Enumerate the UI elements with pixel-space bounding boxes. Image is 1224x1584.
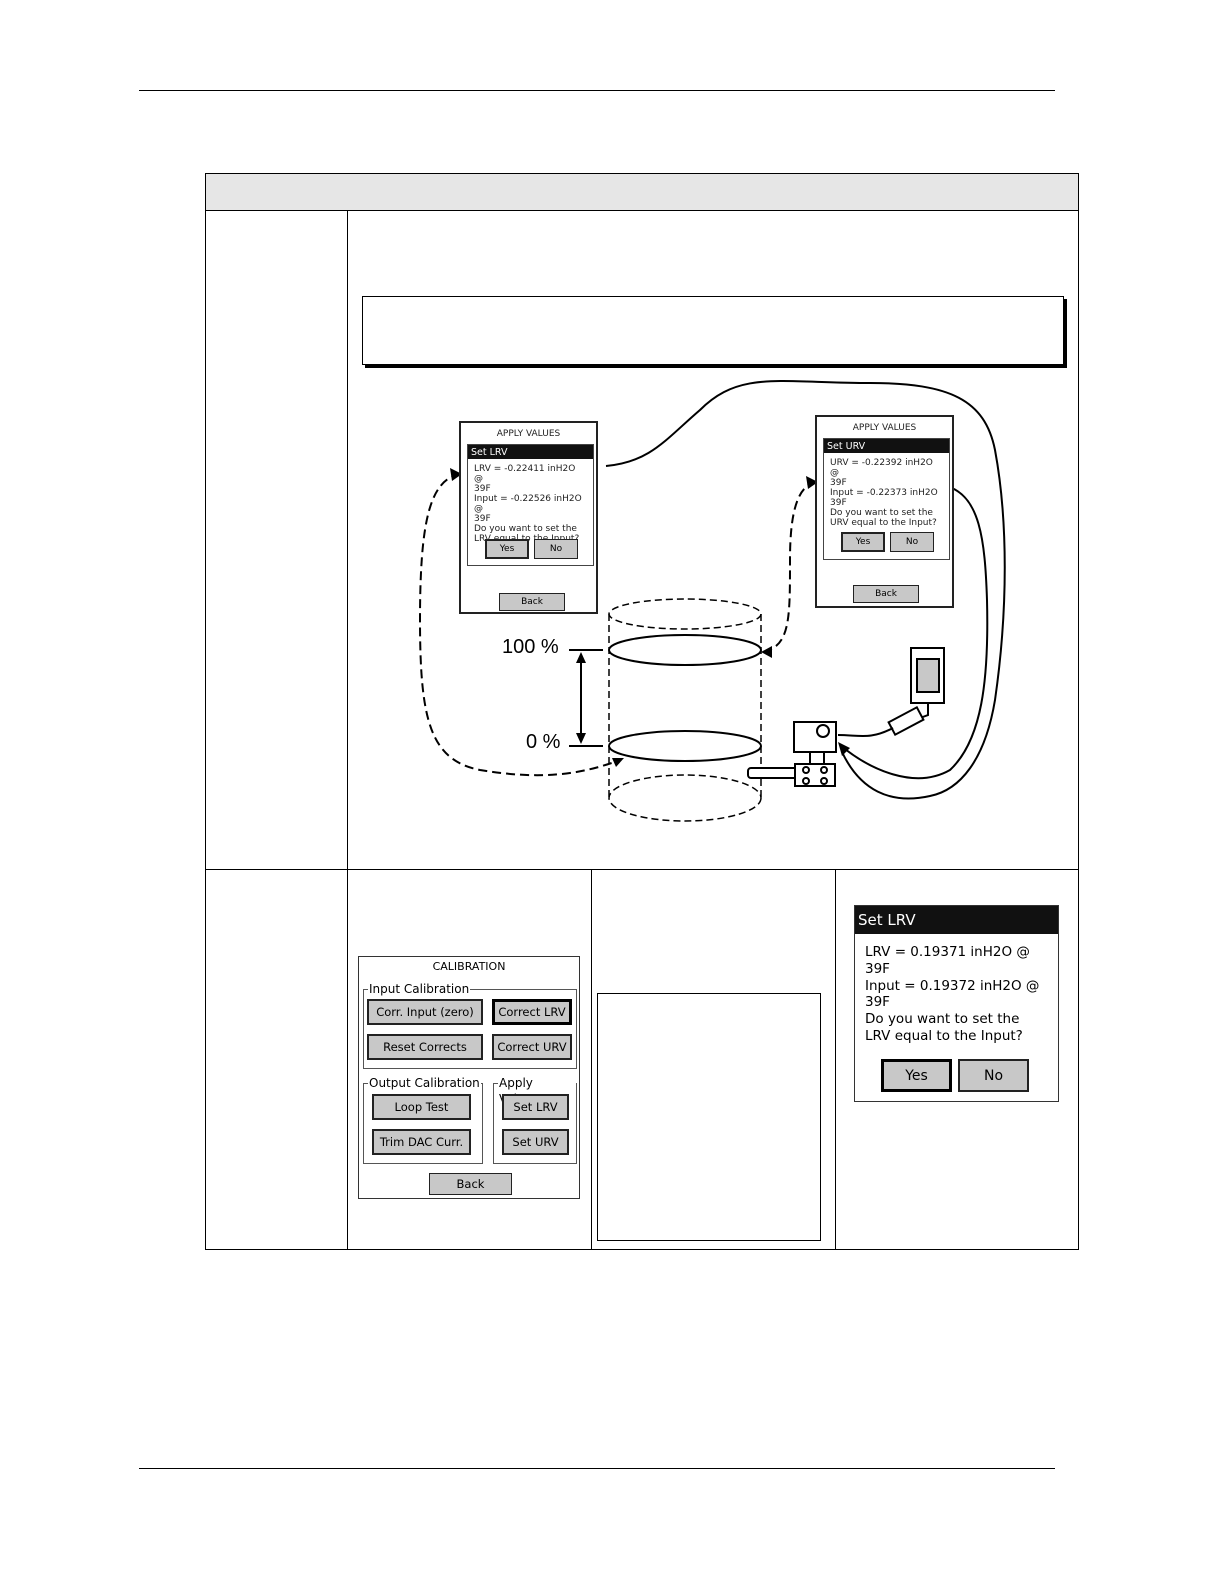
correct-urv-button[interactable]: Correct URV	[492, 1034, 572, 1060]
header-rule	[139, 90, 1055, 91]
set-urv-button[interactable]: Set URV	[502, 1129, 569, 1155]
tank	[608, 598, 762, 822]
input-line: Input = -0.22526 inH2O @	[474, 494, 582, 514]
lrv-line: LRV = -0.22411 inH2O @	[474, 464, 576, 484]
calibration-title: CALIBRATION	[432, 960, 506, 973]
set-lrv-dialog: Set LRV LRV = 0.19371 inH2O @ 39F Input …	[854, 905, 1059, 1102]
col-divider-main	[347, 211, 348, 1250]
apply-values-lrv-screen: APPLY VALUES Set LRV LRV = -0.22411 inH2…	[459, 421, 598, 614]
urv-dialog: Set URV URV = -0.22392 inH2O @ 39F Input…	[823, 438, 950, 560]
input-calibration-title: Input Calibration	[368, 981, 471, 997]
procedure-table	[205, 173, 1079, 1250]
col-divider-3	[835, 869, 836, 1250]
no-button[interactable]: No	[534, 539, 578, 559]
lrv-dialog-body: LRV = -0.22411 inH2O @ 39F Input = -0.22…	[468, 459, 593, 544]
input-line: 39F	[474, 514, 491, 524]
handheld-communicator	[837, 647, 945, 737]
question-line: Do you want to set the	[830, 508, 933, 518]
input-line: Input = -0.22373 inH2O	[830, 488, 938, 498]
table-header-row	[206, 174, 1078, 211]
correct-lrv-button[interactable]: Correct LRV	[492, 999, 572, 1025]
urv-dialog-body: URV = -0.22392 inH2O @ 39F Input = -0.22…	[824, 453, 949, 528]
arrowhead-transmitter	[838, 742, 850, 756]
arrowhead-lrv-top	[450, 468, 462, 481]
input-calibration-group: Input Calibration	[363, 981, 577, 1069]
range-arrowhead-up	[576, 652, 586, 663]
lrv-line: LRV = 0.19371 inH2O @	[865, 944, 1030, 960]
lrv-line: 39F	[865, 960, 890, 977]
input-line: Input = 0.19372 inH2O @	[865, 977, 1040, 994]
connector-urv-to-transmitter	[839, 485, 989, 780]
row-divider	[205, 869, 1079, 870]
footer-rule	[139, 1468, 1055, 1469]
question-line: Do you want to set the	[865, 1011, 1020, 1028]
lrv-dialog: Set LRV LRV = -0.22411 inH2O @ 39F Input…	[467, 444, 594, 566]
set-lrv-dialog-body: LRV = 0.19371 inH2O @ 39F Input = 0.1937…	[855, 934, 1058, 1045]
urv-dialog-header: Set URV	[824, 439, 949, 453]
no-button[interactable]: No	[890, 532, 934, 552]
screen-title: APPLY VALUES	[852, 423, 917, 433]
arrowhead-urv-tank	[761, 646, 772, 658]
transmitter	[747, 721, 837, 787]
set-lrv-dialog-header: Set LRV	[855, 906, 1058, 934]
output-calibration-title: Output Calibration	[368, 1075, 481, 1091]
screen-title: APPLY VALUES	[496, 429, 561, 439]
calibration-screen: CALIBRATION Input Calibration Corr. Inpu…	[358, 956, 580, 1199]
question-line: URV equal to the Input?	[830, 518, 937, 528]
back-button[interactable]: Back	[499, 593, 565, 611]
label-100-percent: 100 %	[502, 636, 559, 658]
arrowhead-urv-top	[806, 476, 818, 489]
note-box	[362, 296, 1064, 365]
trim-dac-curr-button[interactable]: Trim DAC Curr.	[372, 1129, 471, 1155]
input-line: 39F	[865, 994, 890, 1011]
apply-values-urv-screen: APPLY VALUES Set URV URV = -0.22392 inH2…	[815, 415, 954, 608]
back-button[interactable]: Back	[429, 1173, 512, 1195]
label-0-percent: 0 %	[526, 731, 561, 753]
question-line: Do you want to set the	[474, 524, 577, 534]
question-line: LRV equal to the Input?	[865, 1027, 1023, 1044]
output-calibration-group: Output Calibration	[363, 1075, 483, 1164]
yes-button[interactable]: Yes	[841, 532, 885, 552]
col-divider-2	[591, 869, 592, 1250]
lrv-dialog-header: Set LRV	[468, 445, 593, 459]
no-button[interactable]: No	[958, 1059, 1029, 1092]
urv-line: 39F	[830, 478, 847, 488]
loop-test-button[interactable]: Loop Test	[372, 1094, 471, 1120]
yes-button[interactable]: Yes	[881, 1059, 952, 1092]
connector-lrv-to-urv	[605, 380, 1006, 800]
input-line: 39F	[830, 498, 847, 508]
set-lrv-button[interactable]: Set LRV	[502, 1094, 569, 1120]
range-arrowhead-down	[576, 733, 586, 744]
reset-corrects-button[interactable]: Reset Corrects	[367, 1034, 483, 1060]
lrv-line: 39F	[474, 484, 491, 494]
back-button[interactable]: Back	[853, 585, 919, 603]
yes-button[interactable]: Yes	[485, 539, 529, 559]
dashed-urv-arrow	[762, 481, 817, 653]
dashed-lrv-arrow	[418, 473, 621, 777]
corr-input-zero-button[interactable]: Corr. Input (zero)	[367, 999, 483, 1025]
arrowhead-lrv-tank	[612, 758, 624, 767]
urv-line: URV = -0.22392 inH2O @	[830, 458, 933, 478]
image-placeholder-box	[597, 993, 821, 1241]
